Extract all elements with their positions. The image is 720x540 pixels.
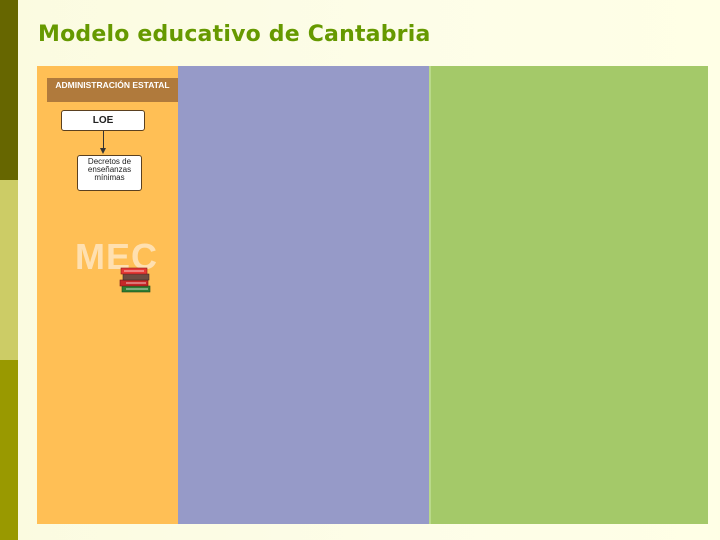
sidebar-segment-bottom: [0, 360, 18, 540]
sidebar-segment-top: [0, 0, 18, 180]
decree-box: Decretos de enseñanzas mínimas: [77, 155, 142, 191]
law-box: LOE: [61, 110, 145, 131]
flow-arrow-head: [100, 148, 106, 154]
slide-title: Modelo educativo de Cantabria: [38, 22, 431, 47]
flow-arrow-line: [103, 131, 104, 149]
panel-centro: [429, 66, 708, 524]
panel-autonomico: [178, 66, 429, 524]
admin-header: ADMINISTRACIÓN ESTATAL: [47, 78, 178, 102]
panel-estatal: [37, 66, 178, 524]
sidebar-segment-middle: [0, 180, 18, 360]
books-stack-icon: [119, 267, 151, 293]
